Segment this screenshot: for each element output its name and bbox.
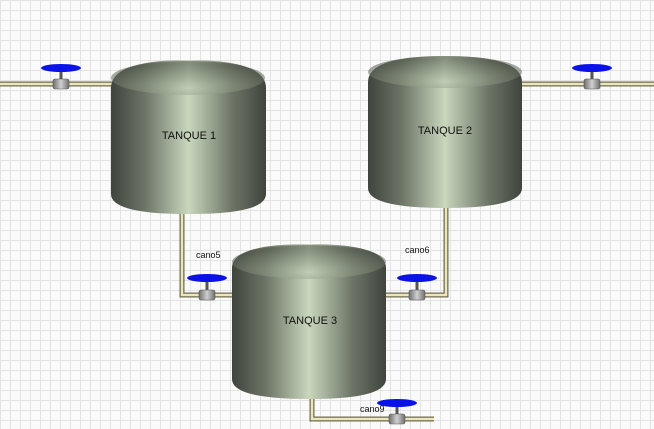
valve-handle-icon[interactable] [187, 274, 227, 282]
tank-1[interactable]: TANQUE 1 [111, 60, 266, 214]
cano6-label: cano6 [405, 245, 430, 255]
cano9-label: cano9 [360, 404, 385, 414]
tank-2-label: TANQUE 2 [418, 125, 472, 137]
tank-3[interactable]: TANQUE 3 [232, 244, 386, 399]
valve-inlet-tank2[interactable] [572, 64, 612, 90]
valve-inlet-tank1[interactable] [41, 64, 81, 90]
valve-handle-icon[interactable] [377, 399, 417, 407]
valve-cano9[interactable] [377, 399, 417, 425]
valve-handle-icon[interactable] [397, 274, 437, 282]
valve-cano5[interactable] [187, 274, 227, 301]
valve-handle-icon[interactable] [41, 64, 81, 72]
valve-cano6[interactable] [397, 274, 437, 301]
tank-1-label: TANQUE 1 [162, 130, 216, 142]
cano5-label: cano5 [196, 250, 221, 260]
valve-handle-icon[interactable] [572, 64, 612, 72]
tank-3-label: TANQUE 3 [283, 315, 337, 327]
tank-2[interactable]: TANQUE 2 [368, 56, 522, 208]
